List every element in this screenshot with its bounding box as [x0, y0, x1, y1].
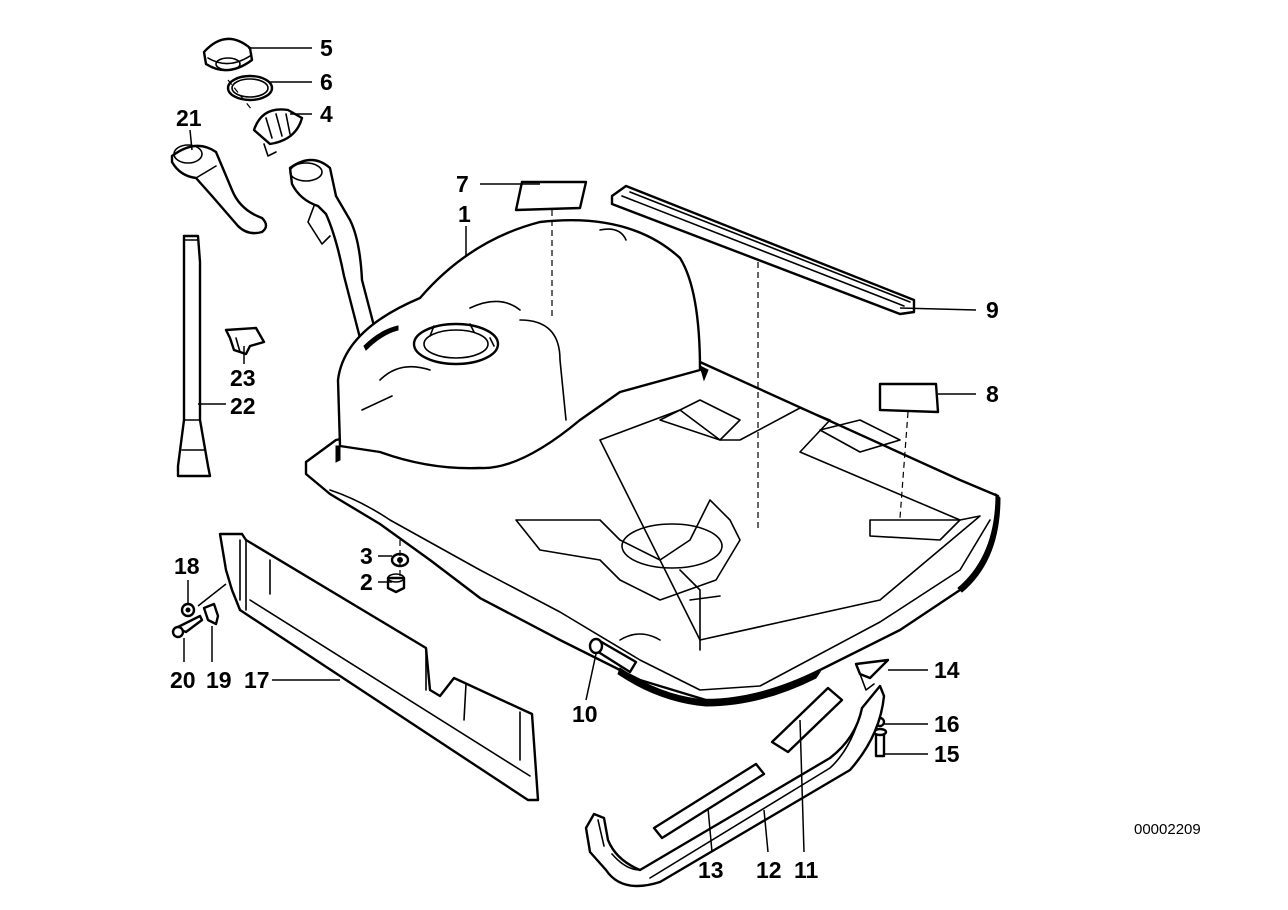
filler-pipe: [288, 158, 386, 345]
callout-15: 15: [934, 741, 960, 767]
callout-17: 17: [244, 667, 270, 693]
alignment-lines: [227, 79, 909, 578]
screw-part-15[interactable]: [872, 727, 888, 758]
pad-part-11[interactable]: [770, 686, 844, 754]
callout-9: 9: [986, 297, 999, 323]
callout-18: 18: [174, 553, 200, 579]
filler-cap-part-5[interactable]: [202, 37, 254, 72]
filler-neck-hose-part-21[interactable]: [170, 144, 268, 235]
callout-14: 14: [934, 657, 960, 683]
diagram-id-code: 00002209: [1134, 821, 1201, 838]
leader-lines: [183, 47, 977, 853]
callout-13: 13: [698, 857, 724, 883]
callout-1: 1: [458, 201, 471, 227]
breather-tube-part-22[interactable]: [176, 234, 212, 478]
gasket-ring-part-6[interactable]: [226, 74, 274, 102]
callout-11: 11: [794, 857, 819, 883]
callout-5: 5: [320, 35, 333, 61]
callout-6: 6: [320, 69, 333, 95]
lower-cover-part-12[interactable]: [584, 684, 886, 888]
callouts: 5 6 4 21 7 1 9 8 23 22 3 2 18 20 19 17 1…: [170, 35, 999, 883]
bracket-part-14[interactable]: [854, 658, 890, 691]
nut-part-18[interactable]: [180, 602, 196, 618]
bracket-part-19[interactable]: [202, 602, 220, 626]
bolt-part-20[interactable]: [171, 614, 204, 639]
strip-part-9[interactable]: [610, 184, 916, 316]
grommet-part-2[interactable]: [386, 573, 406, 594]
callout-21: 21: [176, 105, 202, 131]
callout-2: 2: [360, 569, 373, 595]
pad-part-13[interactable]: [652, 762, 766, 840]
callout-12: 12: [756, 857, 782, 883]
fuel-tank-part-1[interactable]: [304, 219, 1001, 707]
filler-flange-part-4[interactable]: [252, 108, 304, 157]
heat-shield-part-17[interactable]: [218, 532, 540, 802]
clip-part-23[interactable]: [224, 326, 266, 356]
callout-22: 22: [230, 393, 256, 419]
callout-20: 20: [170, 667, 196, 693]
callout-16: 16: [934, 711, 960, 737]
sleeve-part-10[interactable]: [588, 637, 638, 674]
pad-part-7[interactable]: [514, 180, 588, 212]
callout-19: 19: [206, 667, 232, 693]
callout-10: 10: [572, 701, 598, 727]
callout-7: 7: [456, 171, 469, 197]
pad-part-8[interactable]: [878, 382, 940, 414]
callout-3: 3: [360, 543, 373, 569]
callout-4: 4: [320, 101, 333, 127]
callout-23: 23: [230, 365, 256, 391]
callout-8: 8: [986, 381, 999, 407]
